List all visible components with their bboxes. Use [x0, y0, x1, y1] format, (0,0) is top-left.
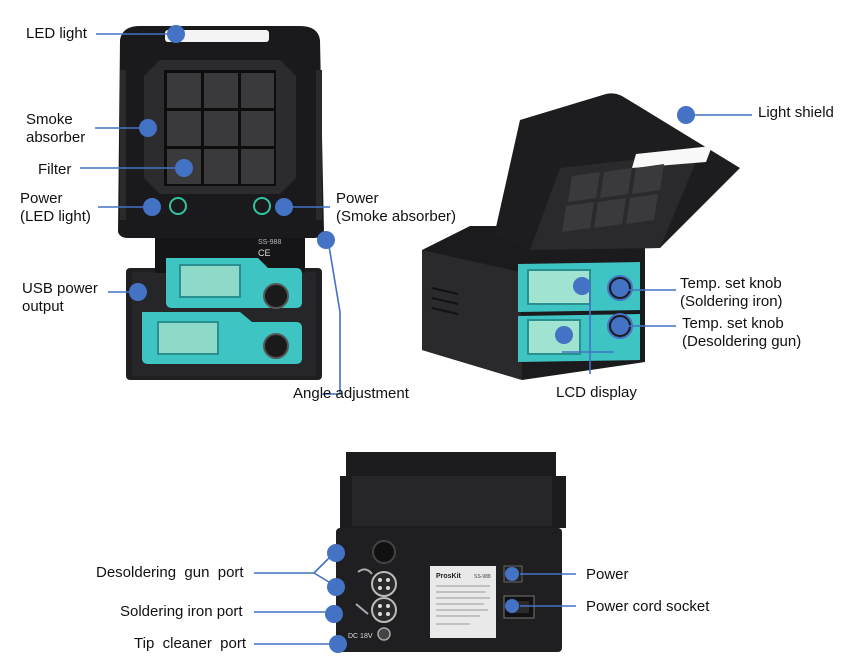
- angled-led-strip: [632, 146, 712, 168]
- label-angle-adjustment: Angle adjustment: [293, 385, 409, 402]
- angled-filter-grid: [562, 164, 664, 232]
- label-power-back: Power: [586, 566, 629, 583]
- front-gun-knob: [263, 333, 289, 359]
- sticker-lines: [436, 585, 490, 625]
- label-lcd-display: LCD display: [556, 384, 637, 401]
- marker-knob-gun: [611, 317, 629, 335]
- back-gun-connector: [371, 571, 397, 597]
- label-temp-knob-iron: Temp. set knob (Soldering iron): [680, 275, 783, 310]
- marker-gun-1: [327, 544, 345, 562]
- back-iron-connector: [371, 597, 397, 623]
- dc-label: DC 18V: [348, 633, 373, 640]
- label-temp-knob-gun: Temp. set knob (Desoldering gun): [682, 315, 802, 350]
- sticker-model: SS-988: [474, 574, 491, 580]
- marker-light-shield: [677, 106, 695, 124]
- front-led-strip: [165, 30, 269, 42]
- gun-symbol-icon: [357, 568, 373, 575]
- back-dc-jack: [377, 627, 391, 641]
- label-desoldering-gun-port: Desoldering gun port: [96, 564, 244, 581]
- label-tip-cleaner-port: Tip cleaner port: [134, 635, 246, 652]
- callout-markers: [129, 25, 695, 653]
- sticker-brand: ProsKit: [436, 573, 462, 580]
- hood-ridge-left: [120, 70, 126, 220]
- label-power-cord-socket: Power cord socket: [586, 598, 710, 615]
- marker-lcd-2: [555, 326, 573, 344]
- marker-gun-2: [327, 578, 345, 596]
- label-smoke-absorber: Smoke absorber: [26, 111, 86, 146]
- marker-filter: [175, 159, 193, 177]
- back-view: DC 18V ProsKit SS-988: [336, 452, 566, 652]
- front-model-text: SS-988: [258, 239, 281, 246]
- iron-symbol-icon: [355, 603, 369, 615]
- callout-lines: [80, 33, 752, 645]
- label-usb-power: USB power output: [22, 280, 98, 315]
- front-power-smoke-button: [253, 197, 271, 215]
- front-iron-knob: [263, 283, 289, 309]
- label-soldering-iron-port: Soldering iron port: [120, 603, 243, 620]
- marker-angle: [317, 231, 335, 249]
- marker-led-light: [167, 25, 185, 43]
- label-filter: Filter: [38, 161, 72, 178]
- front-iron-lcd: [179, 264, 241, 298]
- marker-tip-cleaner: [329, 635, 347, 653]
- back-hood-panel: [352, 476, 552, 526]
- front-gun-lcd: [157, 321, 219, 355]
- label-power-smoke: Power (Smoke absorber): [336, 190, 457, 225]
- marker-iron-port: [325, 605, 343, 623]
- marker-power-smoke: [275, 198, 293, 216]
- marker-power-led: [143, 198, 161, 216]
- marker-socket: [505, 599, 519, 613]
- label-light-shield: Light shield: [758, 104, 834, 121]
- front-filter-grid: [164, 70, 276, 186]
- marker-lcd-1: [573, 277, 591, 295]
- angled-vents: [431, 287, 459, 315]
- back-gun-port-cap: [372, 540, 396, 564]
- label-led-light: LED light: [26, 25, 87, 42]
- marker-power-back: [505, 567, 519, 581]
- marker-smoke-absorber: [139, 119, 157, 137]
- label-power-led: Power (LED light): [20, 190, 91, 225]
- hood-ridge-right: [316, 70, 322, 220]
- marker-usb: [129, 283, 147, 301]
- marker-knob-iron: [611, 279, 629, 297]
- angled-base-side: [422, 250, 522, 380]
- front-power-led-button: [169, 197, 187, 215]
- front-ce-mark: CE: [258, 248, 271, 258]
- spec-sticker: [430, 566, 496, 638]
